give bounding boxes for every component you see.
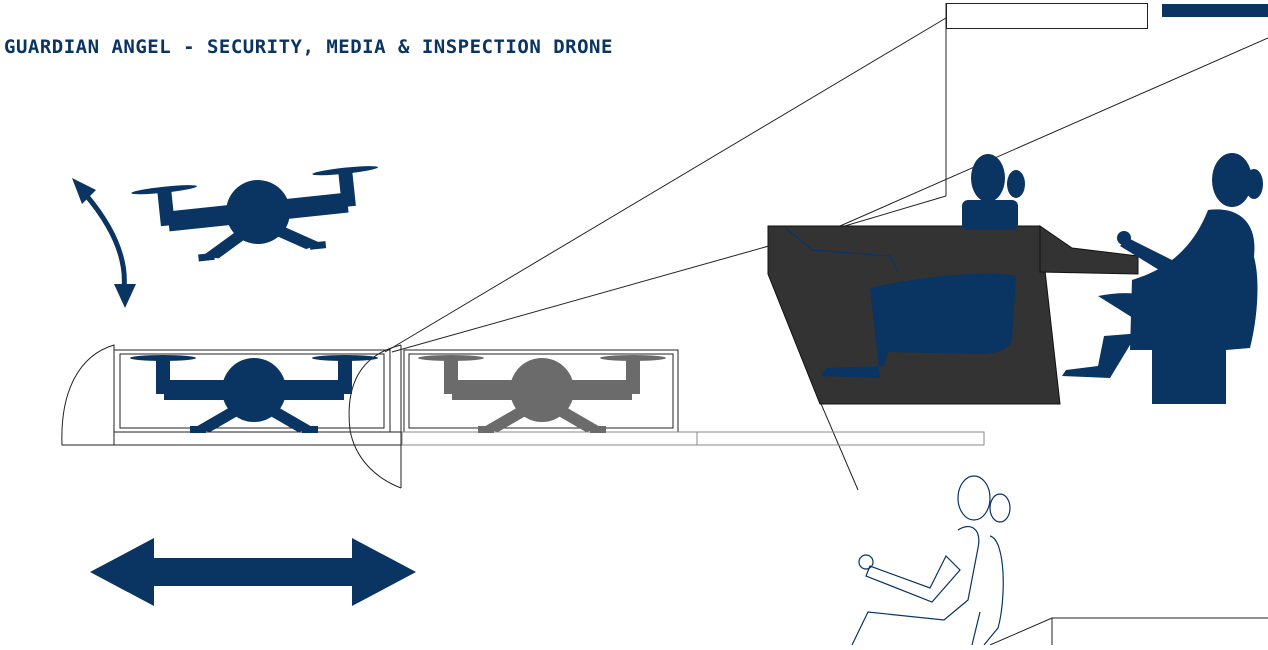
docked-drone-icon	[130, 355, 378, 433]
header-accent-bar	[1162, 4, 1268, 17]
flying-drone-icon	[131, 164, 386, 268]
curved-double-arrow-icon	[72, 178, 136, 308]
copilot-seated-person-icon	[820, 154, 1025, 378]
floor-step	[989, 617, 1268, 646]
pilot-seated-person-icon	[1062, 153, 1263, 404]
docking-bay	[61, 344, 985, 489]
horizontal-double-arrow-icon	[90, 538, 416, 606]
header-box	[946, 3, 1148, 29]
sight-lines	[384, 3, 1268, 491]
diagram-title: GUARDIAN ANGEL - SECURITY, MEDIA & INSPE…	[4, 36, 613, 58]
ghost-drone-icon	[418, 355, 666, 433]
passenger-seated-person-icon	[851, 475, 1011, 646]
